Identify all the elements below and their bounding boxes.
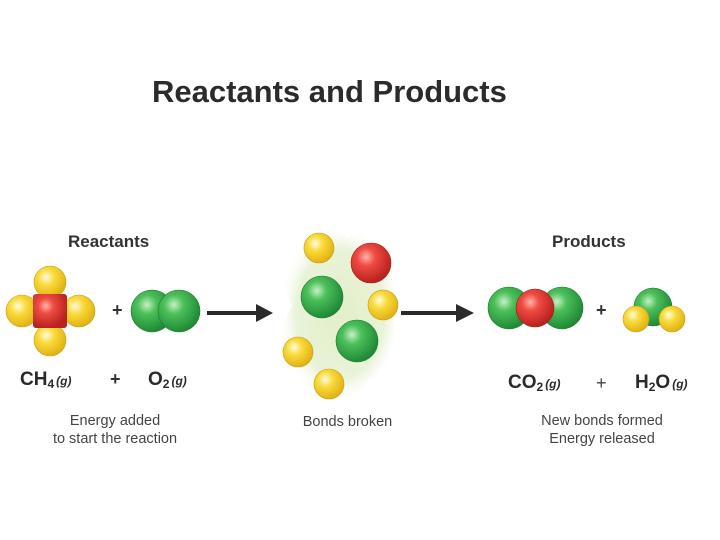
hydrogen-atom [33, 265, 67, 299]
water-subscript: 2 [648, 380, 656, 394]
methane-molecule [5, 265, 96, 357]
hydrogen-atom [282, 336, 314, 368]
co2-symbol: CO [508, 372, 537, 393]
formula-plus-sign: + [110, 369, 121, 389]
products-caption: New bonds formed Energy released [527, 412, 677, 448]
methane-symbol: CH [20, 369, 48, 390]
methane-phase: (g) [56, 374, 72, 388]
products-formula-plus-sign: + [596, 373, 607, 393]
reaction-arrow-1 [207, 304, 273, 322]
carbon-dioxide-formula: CO2(g) [508, 372, 561, 394]
carbon-atom [33, 294, 67, 328]
page-title: Reactants and Products [152, 74, 507, 109]
hydrogen-atom [313, 368, 345, 400]
oxygen-subscript: 2 [162, 377, 170, 391]
free-atoms [282, 232, 399, 400]
reactants-plus-sign: + [112, 300, 123, 320]
oxygen-atom [335, 319, 379, 363]
oxygen-symbol: O [148, 369, 163, 390]
bonds-broken-caption: Bonds broken [302, 414, 393, 430]
reaction-arrow-2 [401, 304, 474, 322]
products-caption-line2: Energy released [549, 431, 655, 447]
oxygen-phase: (g) [171, 374, 187, 388]
products-plus-sign: + [596, 300, 607, 320]
oxygen-atom [157, 289, 201, 333]
reactants-caption-line2: to start the reaction [52, 431, 178, 447]
carbon-dioxide-molecule [487, 286, 584, 330]
carbon-atom [515, 288, 555, 328]
co2-subscript: 2 [536, 380, 544, 394]
co2-phase: (g) [545, 377, 561, 391]
carbon-atom [350, 242, 392, 284]
hydrogen-atom [622, 305, 650, 333]
reactants-heading: Reactants [68, 232, 150, 251]
hydrogen-atom [33, 323, 67, 357]
reactants-caption: Energy added to start the reaction [40, 412, 190, 448]
oxygen-formula: O2(g) [148, 369, 187, 391]
oxygen-atom [300, 275, 344, 319]
water-molecule [622, 287, 686, 333]
hydrogen-atom [367, 289, 399, 321]
oxygen-molecule [130, 289, 201, 333]
products-heading: Products [552, 232, 626, 251]
products-caption-line1: New bonds formed [541, 413, 663, 429]
hydrogen-atom [62, 294, 96, 328]
reactants-caption-line1: Energy added [69, 413, 161, 429]
water-o-symbol: O [655, 372, 671, 393]
methane-subscript: 4 [47, 377, 55, 391]
water-formula: H2O(g) [635, 372, 688, 394]
hydrogen-atom [303, 232, 335, 264]
water-h-symbol: H [635, 372, 649, 393]
hydrogen-atom [658, 305, 686, 333]
water-phase: (g) [672, 377, 688, 391]
methane-formula: CH4(g) [20, 369, 71, 391]
